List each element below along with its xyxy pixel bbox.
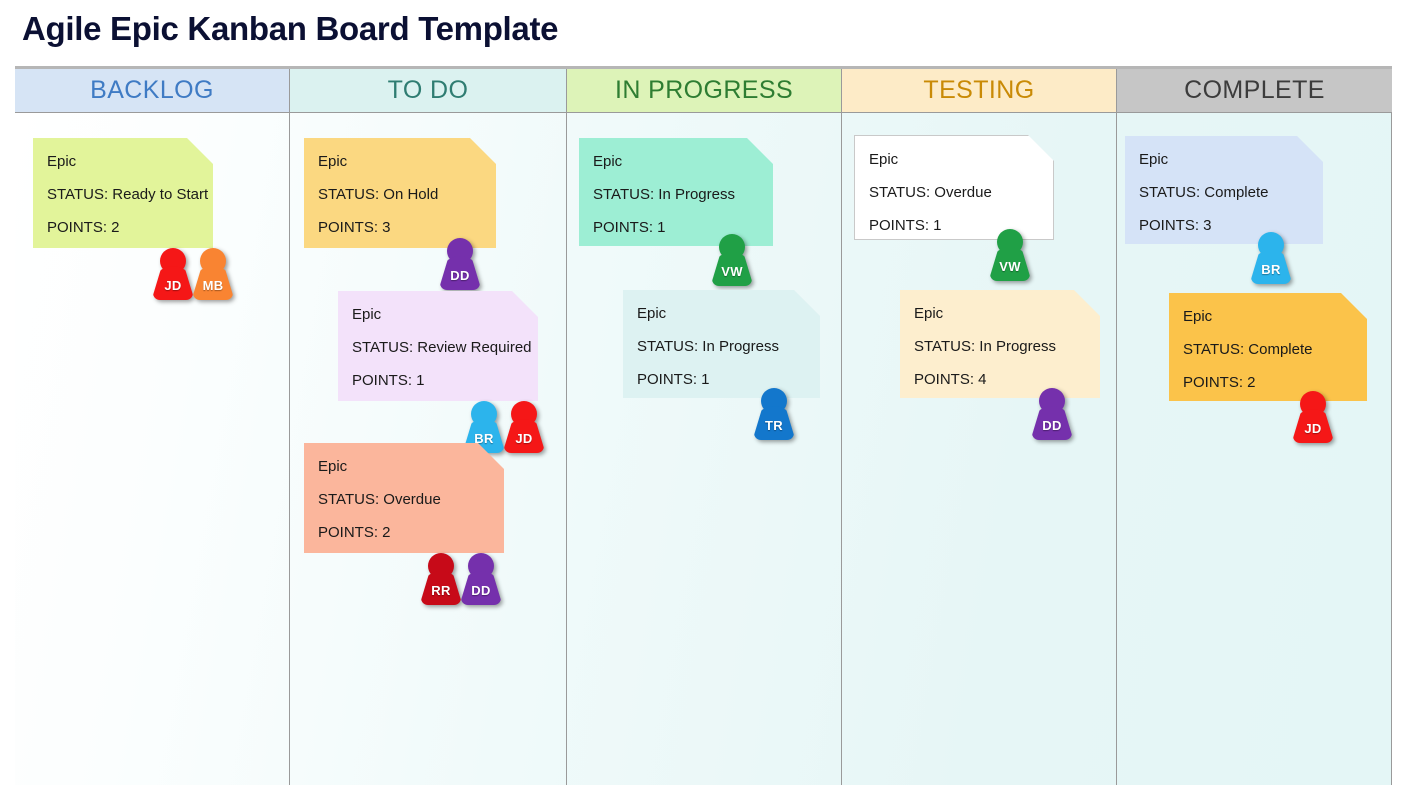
assignee-avatar[interactable]: DD — [459, 553, 503, 605]
epic-card-title: Epic — [352, 306, 382, 323]
avatar-initials: DD — [1042, 418, 1062, 433]
assignee-group: TR — [752, 388, 794, 440]
epic-card-points: POINTS: 1 — [593, 219, 666, 236]
assignee-avatar[interactable]: JD — [502, 401, 546, 453]
epic-card-points: POINTS: 3 — [1139, 217, 1212, 234]
epic-card-title: Epic — [637, 305, 667, 322]
avatar-initials: BR — [474, 431, 494, 446]
assignee-group: RR DD — [419, 543, 501, 605]
avatar-initials: MB — [202, 278, 224, 293]
avatar-initials: DD — [471, 583, 491, 598]
epic-card-points: POINTS: 2 — [318, 524, 391, 541]
column-header-label: TESTING — [923, 76, 1035, 104]
assignee-group: VW — [988, 229, 1030, 281]
assignee-group: DD — [1030, 388, 1072, 440]
epic-card-title: Epic — [914, 305, 944, 322]
epic-card-title: Epic — [318, 458, 348, 475]
avatar-initials: JD — [164, 278, 182, 293]
column-header-backlog[interactable]: BACKLOG — [15, 69, 290, 113]
column-header-label: TO DO — [387, 76, 469, 104]
avatar-initials: RR — [431, 583, 451, 598]
epic-card-title: Epic — [1139, 151, 1169, 168]
avatar-initials: DD — [450, 268, 470, 283]
assignee-group: VW — [710, 234, 752, 286]
epic-card-title: Epic — [318, 153, 348, 170]
assignee-group: DD — [438, 238, 480, 290]
avatar-initials: BR — [1261, 262, 1281, 277]
column-header-testing[interactable]: TESTING — [842, 69, 1117, 113]
assignee-avatar[interactable]: TR — [752, 388, 796, 440]
assignee-avatar[interactable]: RR — [419, 553, 463, 605]
epic-card-status: STATUS: Complete — [1139, 184, 1269, 201]
epic-card-points: POINTS: 2 — [47, 219, 120, 236]
avatar-initials: TR — [765, 418, 783, 433]
assignee-avatar[interactable]: MB — [191, 248, 235, 300]
epic-card-status: STATUS: Review Required — [352, 339, 532, 356]
page-title: Agile Epic Kanban Board Template — [22, 10, 559, 47]
epic-card-points: POINTS: 1 — [637, 371, 710, 388]
epic-card-title: Epic — [47, 153, 77, 170]
avatar-initials: JD — [1304, 421, 1322, 436]
epic-card-title: Epic — [869, 151, 899, 168]
kanban-board: BACKLOG TO DO IN PROGRESS TESTING COMPLETE E… — [15, 66, 1392, 785]
assignee-avatar[interactable]: JD — [1291, 391, 1335, 443]
column-header-label: IN PROGRESS — [614, 76, 794, 104]
column-header-todo[interactable]: TO DO — [290, 69, 567, 113]
epic-card-points: POINTS: 1 — [352, 372, 425, 389]
column-header-label: COMPLETE — [1184, 76, 1325, 104]
assignee-avatar[interactable]: DD — [438, 238, 482, 290]
epic-card-points: POINTS: 1 — [869, 217, 942, 234]
column-header-label: BACKLOG — [90, 76, 214, 104]
board-header-row: BACKLOG TO DO IN PROGRESS TESTING COMPLETE — [15, 69, 1392, 113]
epic-card-status: STATUS: Complete — [1183, 341, 1313, 358]
epic-card-points: POINTS: 3 — [318, 219, 391, 236]
epic-card-status: STATUS: On Hold — [318, 186, 439, 203]
epic-card-points: POINTS: 4 — [914, 371, 987, 388]
epic-card-points: POINTS: 2 — [1183, 374, 1256, 391]
assignee-avatar[interactable]: JD — [151, 248, 195, 300]
assignee-avatar[interactable]: DD — [1030, 388, 1074, 440]
assignee-avatar[interactable]: BR — [1249, 232, 1293, 284]
column-header-complete[interactable]: COMPLETE — [1117, 69, 1392, 113]
avatar-initials: VW — [721, 264, 743, 279]
epic-card-status: STATUS: In Progress — [593, 186, 735, 203]
assignee-group: BR — [1249, 232, 1291, 284]
epic-card-status: STATUS: Overdue — [318, 491, 441, 508]
column-header-in-progress[interactable]: IN PROGRESS — [567, 69, 842, 113]
epic-card-status: STATUS: Overdue — [869, 184, 992, 201]
epic-card-status: STATUS: Ready to Start — [47, 186, 209, 203]
avatar-initials: VW — [999, 259, 1021, 274]
assignee-group: JD MB — [151, 238, 233, 300]
assignee-avatar[interactable]: VW — [710, 234, 754, 286]
epic-card-status: STATUS: In Progress — [914, 338, 1056, 355]
epic-card-status: STATUS: In Progress — [637, 338, 779, 355]
epic-card-title: Epic — [1183, 308, 1213, 325]
epic-card-title: Epic — [593, 153, 623, 170]
assignee-avatar[interactable]: VW — [988, 229, 1032, 281]
avatar-initials: JD — [515, 431, 533, 446]
assignee-group: JD — [1291, 391, 1333, 443]
